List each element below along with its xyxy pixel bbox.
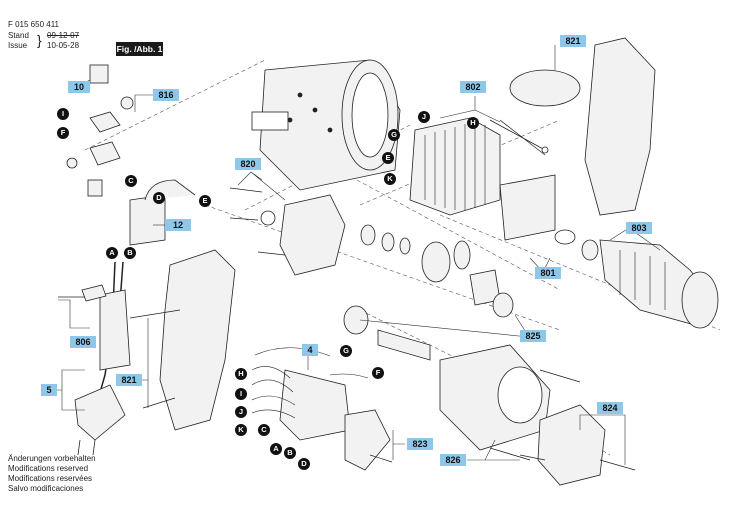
document-number: F 015 650 411 (8, 20, 60, 29)
handle-housing-right (584, 37, 656, 216)
chuck (537, 404, 606, 486)
cord-sleeve (99, 289, 131, 371)
fan-guide (499, 174, 556, 241)
part-tag-825: 825 (520, 330, 546, 342)
callout-e-coil: E (382, 152, 394, 164)
part-tag-10: 10 (68, 81, 90, 93)
callout-b-switch: B (284, 447, 296, 459)
callout-k-switch: K (235, 424, 247, 436)
part-tag-4: 4 (302, 344, 318, 356)
callout-g-coil: G (388, 129, 400, 141)
bearing-plate (279, 194, 346, 276)
callout-f-switch: F (372, 367, 384, 379)
motor-housing (251, 59, 401, 191)
footer-line-en: Modifications reserved (8, 464, 89, 473)
gear-train (360, 224, 514, 318)
callout-c-capacitor: C (125, 175, 137, 187)
part-tag-816: 816 (153, 89, 179, 101)
switch-trigger (344, 409, 391, 471)
callout-j-switch: J (235, 406, 247, 418)
callout-g-switch: G (340, 345, 352, 357)
footer-line-es: Salvo modificaciones (8, 484, 84, 493)
part-tag-5: 5 (41, 384, 57, 396)
part-tag-820: 820 (235, 158, 261, 170)
footer-line-de: Änderungen vorbehalten (8, 454, 96, 463)
callout-c-switch: C (258, 424, 270, 436)
callout-i-brush: I (57, 108, 69, 120)
callout-f-brush: F (57, 127, 69, 139)
part-tag-824: 824 (597, 402, 623, 414)
callout-i-switch: I (235, 388, 247, 400)
callout-a-switch: A (270, 443, 282, 455)
part-tag-802: 802 (460, 81, 486, 93)
cap-part (509, 69, 581, 107)
stand-date: 09-12-07 (47, 31, 80, 40)
part-tag-826: 826 (440, 454, 466, 466)
part-tag-806: 806 (70, 336, 96, 348)
part-tag-803: 803 (626, 222, 652, 234)
brush-parts (66, 64, 196, 246)
figure-label: Fig. /Abb. 1 (116, 42, 163, 56)
handle-housing-left (159, 249, 236, 431)
callout-d-capacitor: D (153, 192, 165, 204)
part-tag-801: 801 (535, 267, 561, 279)
callout-e-capacitor: E (199, 195, 211, 207)
part-tag-12: 12 (165, 219, 191, 231)
part-tag-821-left: 821 (116, 374, 142, 386)
issue-label: Issue (8, 41, 28, 50)
bracket-glyph: } (37, 32, 42, 48)
callout-h-coil: H (467, 117, 479, 129)
part-tag-823: 823 (407, 438, 433, 450)
issue-date: 10-05-28 (47, 41, 80, 50)
callout-j-coil: J (418, 111, 430, 123)
callout-d-switch: D (298, 458, 310, 470)
spindle (377, 329, 431, 361)
footer-line-fr: Modifications reservées (8, 474, 93, 483)
plug (74, 384, 126, 441)
callout-a-cord: A (106, 247, 118, 259)
armature (581, 239, 719, 329)
switch-assembly (279, 369, 351, 441)
callout-k-coil: K (384, 173, 396, 185)
callout-b-cord: B (124, 247, 136, 259)
part-tag-821-top: 821 (560, 35, 586, 47)
callout-h-switch: H (235, 368, 247, 380)
stand-label: Stand (8, 31, 29, 40)
